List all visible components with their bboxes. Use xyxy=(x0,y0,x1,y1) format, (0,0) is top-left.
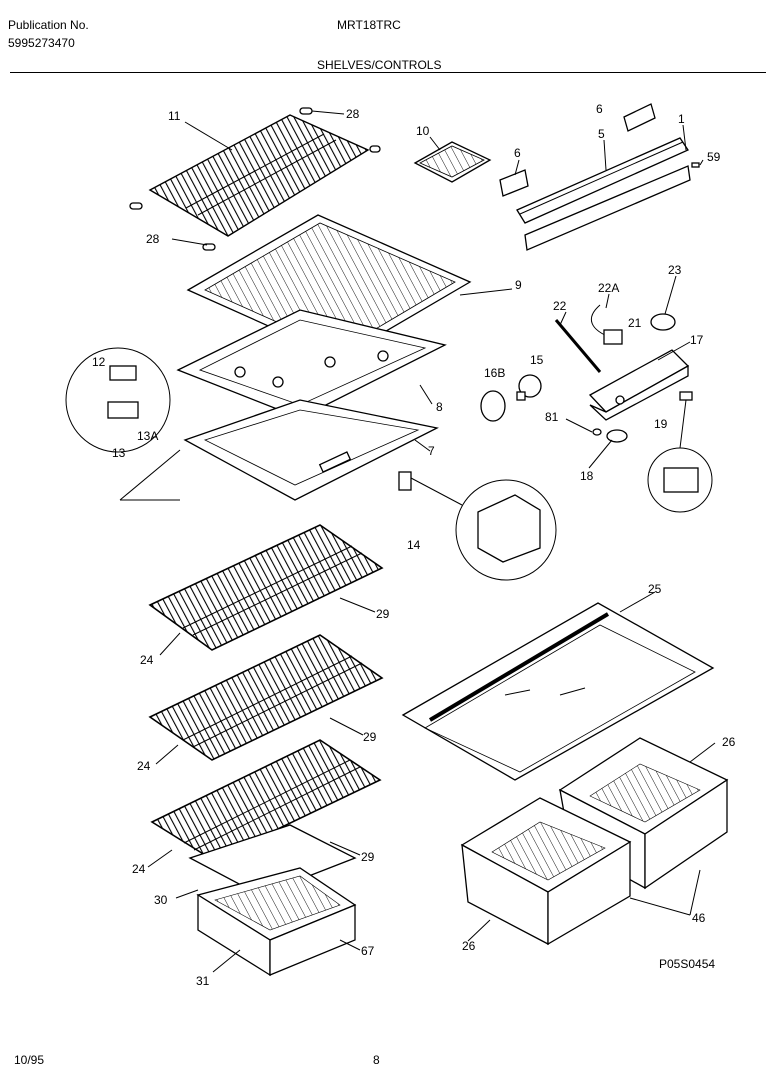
callout: 22 xyxy=(553,299,567,313)
part-30-glass-cover xyxy=(188,824,357,896)
callout: 24 xyxy=(137,759,151,773)
part-31-drawer xyxy=(196,867,357,977)
callout: 17 xyxy=(690,333,704,347)
callout: 8 xyxy=(436,400,443,414)
detail-circle-14 xyxy=(398,471,557,581)
callout: 24 xyxy=(140,653,154,667)
parts-22-23-controls xyxy=(554,304,713,513)
part-8-shelf-frame xyxy=(176,309,447,419)
callout: 7 xyxy=(428,444,435,458)
callout: 28 xyxy=(346,107,360,121)
drawing-code: P05S0454 xyxy=(659,957,716,971)
callout: 18 xyxy=(580,469,594,483)
callout: 67 xyxy=(361,944,375,958)
publication-label: Publication No. xyxy=(8,18,89,32)
callout: 6 xyxy=(596,102,603,116)
part-25-crisper-cover xyxy=(401,602,715,781)
part-29-wire-shelf-3 xyxy=(150,739,382,861)
callout: 26 xyxy=(722,735,736,749)
callout: 5 xyxy=(598,127,605,141)
detail-circle-12-13 xyxy=(65,347,181,501)
callout: 26 xyxy=(462,939,476,953)
section-title: SHELVES/CONTROLS xyxy=(317,58,442,72)
publication-number: 5995273470 xyxy=(8,36,75,50)
part-7-shelf-tray xyxy=(183,399,439,501)
part-10-egg-tray xyxy=(413,141,492,183)
part-5-control-housing xyxy=(516,137,700,251)
callout-labels: 11 28 28 10 6 6 5 1 59 9 22A 23 22 21 17… xyxy=(92,102,736,988)
callout: 14 xyxy=(407,538,421,552)
model-number: MRT18TRC xyxy=(337,18,401,32)
parts-15-16B-bulb-socket xyxy=(480,374,628,443)
callout: 19 xyxy=(654,417,668,431)
callout: 22A xyxy=(598,281,619,295)
callout: 25 xyxy=(648,582,662,596)
callout: 11 xyxy=(168,109,181,123)
callout: 24 xyxy=(132,862,146,876)
callout: 46 xyxy=(692,911,706,925)
callout: 29 xyxy=(363,730,377,744)
leader-lines xyxy=(147,110,716,973)
callout: 15 xyxy=(530,353,544,367)
callout: 31 xyxy=(196,974,210,988)
part-26-crisper-left xyxy=(460,797,632,946)
callout: 9 xyxy=(515,278,522,292)
callout: 29 xyxy=(376,607,390,621)
callout: 1 xyxy=(678,112,685,126)
callout: 13 xyxy=(112,446,126,460)
callout: 29 xyxy=(361,850,375,864)
callout: 23 xyxy=(668,263,682,277)
part-29-wire-shelf-1 xyxy=(148,524,384,651)
part-29-wire-shelf-2 xyxy=(148,634,384,761)
page-number: 8 xyxy=(373,1053,380,1067)
callout: 30 xyxy=(154,893,168,907)
revision-date: 10/95 xyxy=(14,1053,45,1067)
callout: 10 xyxy=(416,124,430,138)
part-11-wire-shelf xyxy=(148,114,370,237)
callout: 6 xyxy=(514,146,521,160)
callout: 21 xyxy=(628,316,642,330)
callout: 12 xyxy=(92,355,106,369)
header-rule xyxy=(10,72,766,73)
part-6-bracket xyxy=(499,103,656,197)
callout: 81 xyxy=(545,410,559,424)
callout: 28 xyxy=(146,232,160,246)
callout: 16B xyxy=(484,366,505,380)
callout: 13A xyxy=(137,429,158,443)
callout: 59 xyxy=(707,150,721,164)
